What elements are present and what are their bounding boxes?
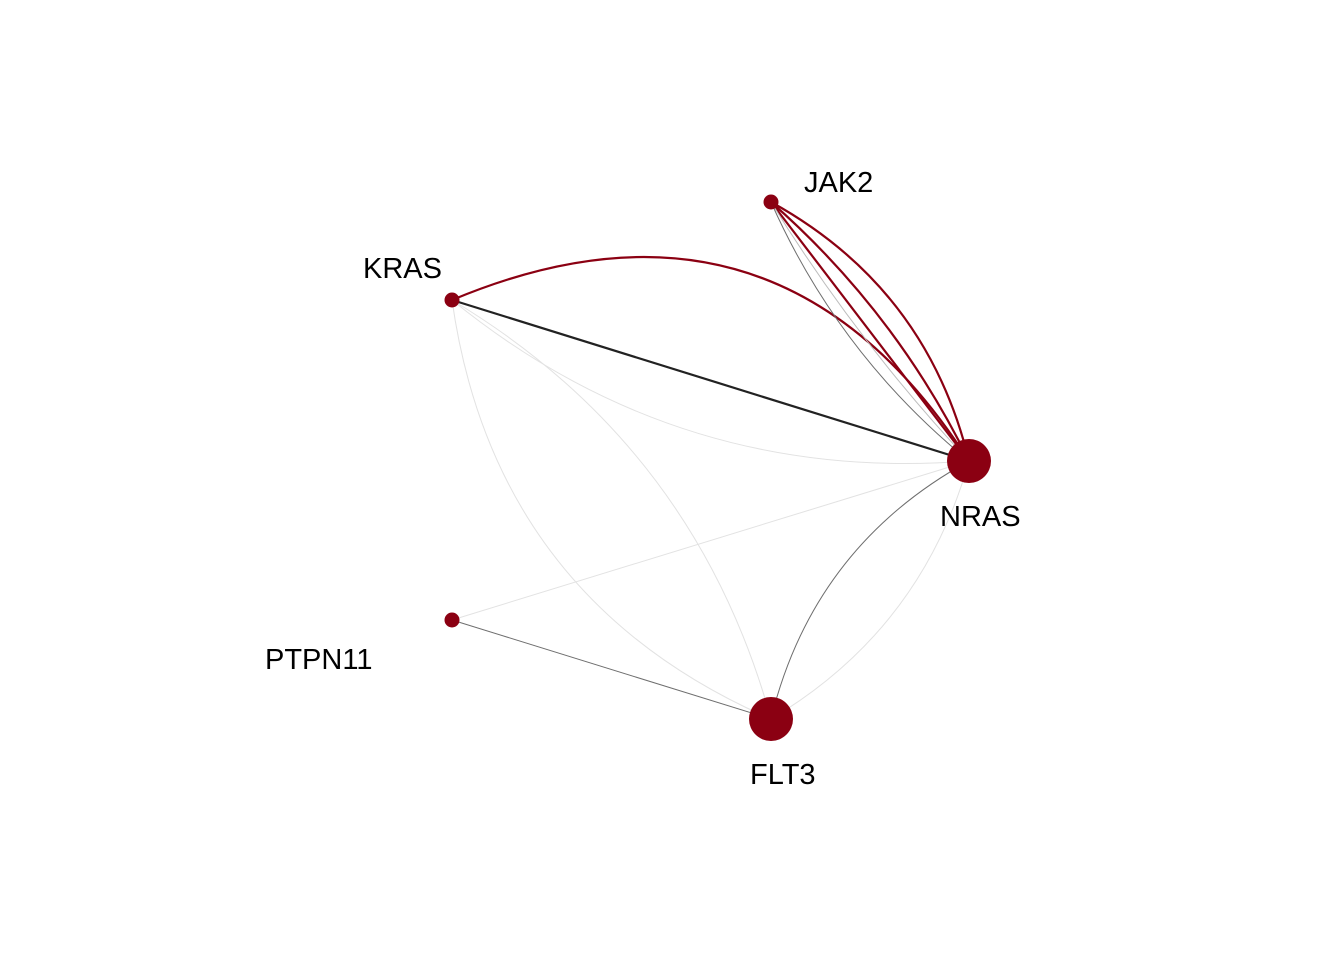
edge-kras-nras xyxy=(451,299,970,464)
label-kras: KRAS xyxy=(363,253,442,285)
edge-jak2-nras xyxy=(770,201,970,462)
edge-jak2-nras xyxy=(770,201,970,462)
edge-jak2-nras xyxy=(770,201,971,462)
edge-kras-nras xyxy=(451,298,970,463)
edge-kras-flt3 xyxy=(451,299,772,720)
edge-ptpn11-flt3 xyxy=(451,619,772,720)
edge-nras-flt3 xyxy=(770,460,970,720)
label-ptpn11: PTPN11 xyxy=(265,644,372,676)
node-nras[interactable] xyxy=(947,439,991,483)
edge-nras-flt3 xyxy=(770,460,970,720)
label-jak2: JAK2 xyxy=(804,167,873,199)
label-nras: NRAS xyxy=(940,501,1021,533)
nodes-layer xyxy=(444,194,991,741)
edge-ptpn11-nras xyxy=(451,460,970,621)
labels-layer: JAK2 KRAS NRAS PTPN11 FLT3 xyxy=(265,167,1021,791)
node-kras[interactable] xyxy=(444,292,460,308)
label-flt3: FLT3 xyxy=(750,759,816,791)
edges-layer xyxy=(451,201,971,720)
node-ptpn11[interactable] xyxy=(444,612,460,628)
edge-jak2-nras xyxy=(770,201,970,462)
edge-kras-flt3 xyxy=(451,299,772,720)
edge-jak2-nras xyxy=(770,201,970,462)
node-flt3[interactable] xyxy=(749,697,793,741)
node-jak2[interactable] xyxy=(763,194,779,210)
